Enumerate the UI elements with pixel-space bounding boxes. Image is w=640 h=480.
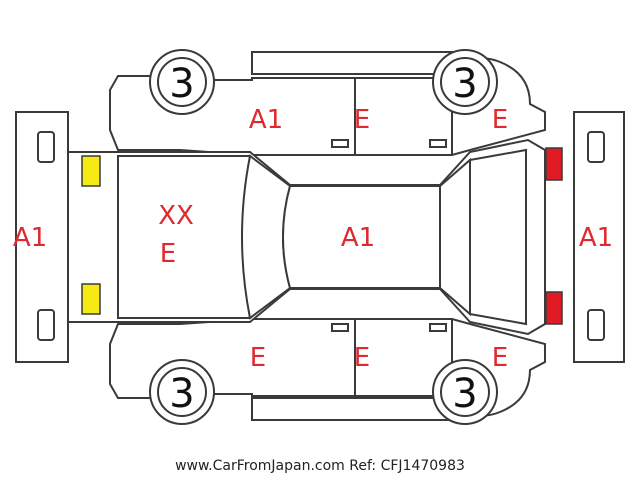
- bottom-rear-quarter-code: E: [492, 343, 508, 373]
- wheel-top-left-code: 3: [169, 61, 194, 107]
- front-bumper-code: A1: [13, 223, 47, 253]
- taillight-top: [545, 147, 563, 181]
- headlight-bottom: [81, 283, 101, 315]
- bottom-door-handle-1: [331, 323, 349, 332]
- hood: [117, 155, 252, 319]
- top-rear-quarter-code: E: [492, 105, 508, 135]
- top-door-handle-1: [331, 139, 349, 148]
- roof-code: A1: [341, 223, 375, 253]
- roof-panel: [282, 185, 441, 289]
- top-front-door-code: A1: [249, 105, 283, 135]
- wheel-bottom-left-code: 3: [169, 371, 194, 417]
- bottom-roof-rail: [251, 397, 453, 421]
- wheel-bottom-right-code: 3: [452, 371, 477, 417]
- rear-bumper-clip-top: [587, 131, 605, 163]
- front-bumper-clip-bottom: [37, 309, 55, 341]
- wheel-top-right: 3: [432, 49, 498, 115]
- taillight-bottom: [545, 291, 563, 325]
- trunk-lid: [469, 148, 527, 326]
- bottom-front-door-code: E: [250, 343, 266, 373]
- rear-bumper-code: A1: [579, 223, 613, 253]
- rear-bumper-clip-bottom: [587, 309, 605, 341]
- top-door-handle-2: [429, 139, 447, 148]
- headlight-top: [81, 155, 101, 187]
- top-roof-rail: [251, 51, 453, 75]
- reference-footer: www.CarFromJapan.com Ref: CFJ1470983: [175, 458, 465, 474]
- front-bumper: [15, 111, 69, 363]
- hood-code-line-1: XX: [158, 201, 194, 231]
- rear-window: [439, 157, 471, 317]
- bottom-rear-door-code: E: [354, 343, 370, 373]
- rear-bumper: [573, 111, 625, 363]
- wheel-bottom-right: 3: [432, 359, 498, 425]
- bottom-door-handle-2: [429, 323, 447, 332]
- top-rear-door-code: E: [354, 105, 370, 135]
- wheel-top-left: 3: [149, 49, 215, 115]
- hood-code-line-2: E: [160, 239, 176, 269]
- wheel-top-right-code: 3: [452, 61, 477, 107]
- wheel-bottom-left: 3: [149, 359, 215, 425]
- front-bumper-clip-top: [37, 131, 55, 163]
